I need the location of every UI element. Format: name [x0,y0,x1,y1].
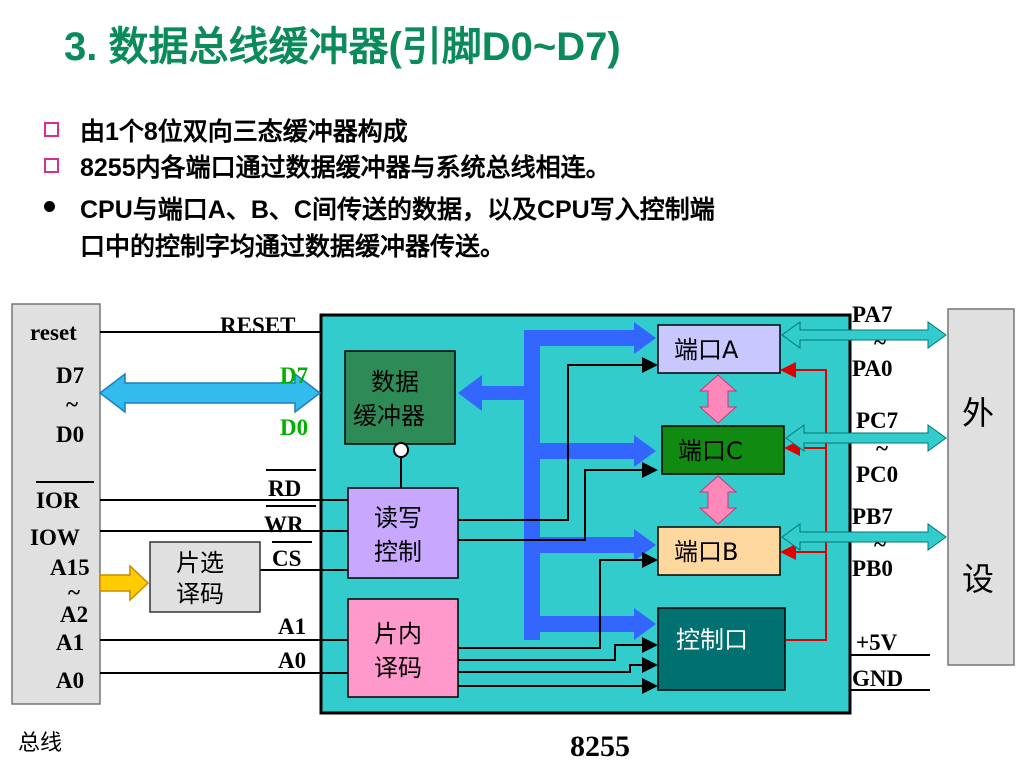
port-b-label: 端口B [674,538,738,566]
bus-label-tilde-1: ~ [66,392,78,417]
bus-label-tilde-2: ~ [68,580,80,605]
square-bullet-icon [44,122,59,137]
port-c-label: 端口C [678,437,743,465]
pb-bus-arrow [781,523,947,551]
right-label-pa0: PA0 [852,356,892,381]
peripheral-line-1: 外 [962,394,994,432]
page-title: 3. 数据总线缓冲器(引脚D0~D7) [64,25,621,69]
port-a-c-link [698,374,738,424]
chip-name: 8255 [570,730,630,763]
chip-select-decoder-box [149,541,261,613]
pin-label-rd: RD [268,476,301,501]
port-b-block [657,526,781,576]
pin-label-wr: WR [264,512,304,537]
pin-label-reset: RESET [220,313,295,338]
bus-label-d0: D0 [56,422,84,447]
pin-label-a1: A1 [278,614,306,639]
data-bus-arrow [98,372,322,414]
right-label-pc7: PC7 [856,408,898,433]
chip-select-line-2: 译码 [176,580,224,608]
right-label-tilde-b: ~ [874,532,886,557]
port-a-label: 端口A [674,336,739,364]
control-port-label: 控制口 [676,626,748,654]
port-c-b-link [698,475,738,525]
control-port-block [657,607,786,691]
data-buffer-line-2: 缓冲器 [353,402,425,430]
bus-label-a15: A15 [50,555,90,580]
peripheral-box [947,308,1015,666]
port-a-block [657,324,781,374]
rw-control-line-2: 控制 [374,538,422,566]
rw-control-line-1: 读写 [374,504,422,532]
bullet-text-4: 口中的控制字均通过数据缓冲器传送。 [80,233,506,261]
chip-select-line-1: 片选 [176,549,224,577]
data-buffer-line-1: 数据 [371,368,419,396]
pin-label-d7: D7 [280,363,308,388]
bus-label-reset: reset [30,320,77,345]
bus-label-ior: IOR [36,488,80,513]
pin-label-a0: A0 [278,648,306,673]
bullet-text-1: 由1个8位双向三态缓冲器构成 [80,118,408,146]
internal-decoder-block [347,598,459,698]
internal-data-bus [458,330,540,640]
right-label-tilde-c: ~ [876,436,888,461]
right-label-pb0: PB0 [852,556,893,581]
round-bullet-icon [44,201,55,212]
pc-bus-arrow [785,424,947,452]
bullet-text-3: CPU与端口A、B、C间传送的数据，以及CPU写入控制端 [80,196,715,224]
internal-decoder-line-2: 译码 [374,654,422,682]
bus-label-d7: D7 [56,363,84,388]
system-bus-bar [11,303,101,705]
pa-bus-arrow [781,321,947,349]
data-buffer-block [344,350,456,445]
pin-label-cs: CS [272,546,301,571]
rw-control-block [347,487,459,579]
right-label-pc0: PC0 [856,462,898,487]
right-label-pa7: PA7 [852,302,892,327]
right-label-tilde-a: ~ [874,330,886,355]
internal-decoder-line-1: 片内 [374,620,422,648]
bus-label-iow: IOW [30,525,80,550]
port-c-block [661,425,785,475]
square-bullet-icon [44,158,59,173]
bus-caption: 总线 [18,731,62,756]
address-arrow [99,564,150,602]
right-label-vcc: +5V [856,630,898,655]
right-label-pb7: PB7 [852,504,893,529]
right-label-gnd: GND [852,666,903,691]
bus-label-a2: A2 [60,602,88,627]
pin-label-d0: D0 [280,415,308,440]
bus-label-a1: A1 [56,630,84,655]
peripheral-line-2: 设 [962,560,994,598]
bus-label-a0: A0 [56,668,84,693]
bullet-text-2: 8255内各端口通过数据缓冲器与系统总线相连。 [80,154,611,182]
